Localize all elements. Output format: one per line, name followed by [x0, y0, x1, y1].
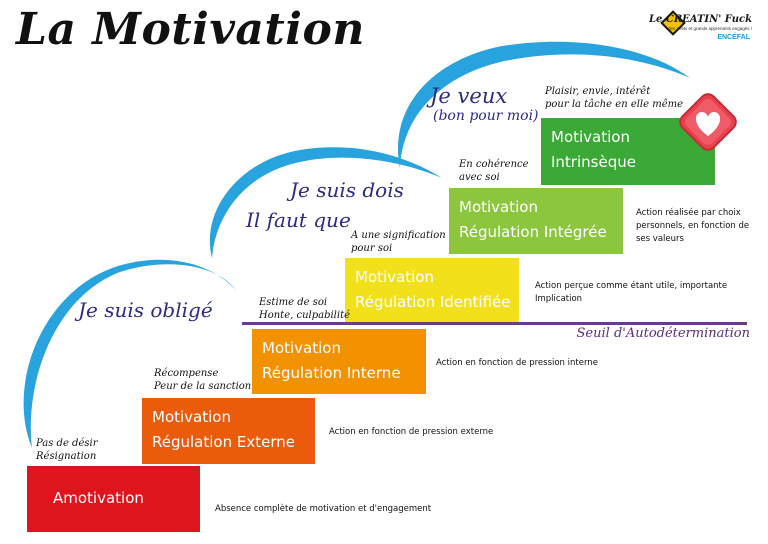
step-regulation-identifiee: Motivation Régulation Identifiée [345, 258, 519, 322]
step-desc-interne: Action en fonction de pression interne [436, 358, 598, 368]
heart-icon [679, 93, 737, 151]
step-regulation-externe: Motivation Régulation Externe [142, 398, 315, 464]
step-regulation-interne: Motivation Régulation Interne [252, 329, 426, 394]
step-desc-identifiee: Action perçue comme étant utile, importa… [535, 281, 728, 304]
step-desc-amotivation: Absence complète de motivation et d'enga… [215, 504, 432, 514]
step-amotivation: Amotivation [27, 466, 200, 532]
step-label-line2: Intrinsèque [551, 153, 636, 171]
step-label-line1: Motivation [152, 408, 231, 426]
logo-name: Le CREATIN' Fuck [649, 14, 752, 25]
step-label-line1: Motivation [262, 339, 341, 357]
logo-brand: ENCÉFAL [717, 34, 750, 41]
step-label-line2: Régulation Identifiée [355, 293, 511, 311]
step-label-line1: Motivation [355, 268, 434, 286]
step-label-line2: Régulation Interne [262, 364, 401, 382]
step-label-line2: Régulation Intégrée [459, 223, 607, 241]
step-desc-externe: Action en fonction de pression externe [329, 427, 494, 437]
phrase-il-faut-que: Il faut que [246, 208, 351, 232]
phrase-je-veux: Je veux [430, 84, 508, 108]
phrase-bon-pour-moi: (bon pour moi) [433, 108, 539, 124]
step-label-line2: Régulation Externe [152, 433, 295, 451]
step-regulation-integree: Motivation Régulation Intégrée [449, 188, 623, 254]
step-label-line1: Amotivation [53, 489, 144, 507]
threshold-line [242, 322, 747, 325]
page-title: La Motivation [16, 4, 365, 55]
phrase-je-suis-oblige: Je suis obligé [78, 298, 213, 322]
phrase-je-suis-dois: Je suis dois [290, 178, 404, 202]
step-label-line1: Motivation [551, 128, 630, 146]
brand-logo: Le CREATIN' Fuck des petits et grands ap… [649, 10, 756, 46]
threshold-label: Seuil d'Autodétermination [576, 326, 750, 341]
step-desc-integree: Action réalisée par choix personnels, en… [636, 208, 750, 244]
step-label-line1: Motivation [459, 198, 538, 216]
logo-tagline: des petits et grands apprenants engagés … [667, 26, 752, 31]
